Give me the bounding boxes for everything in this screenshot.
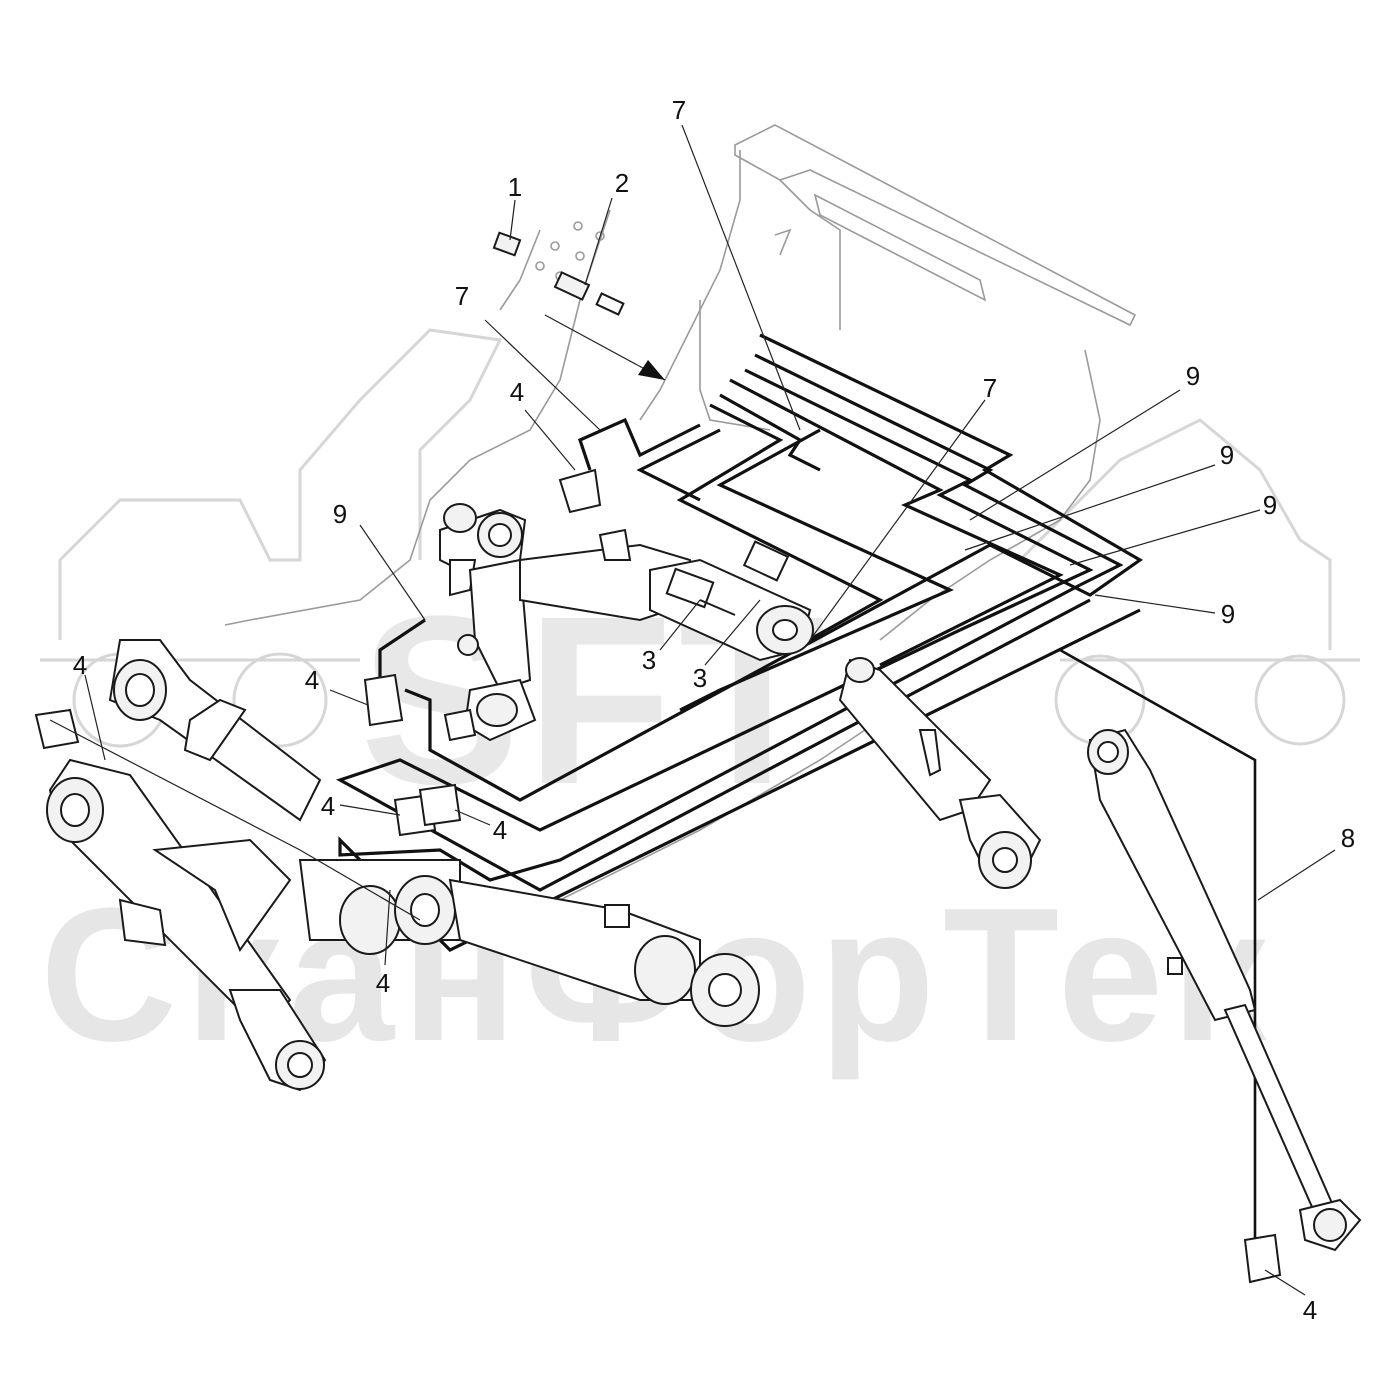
- callout-leaders: [84, 124, 1336, 1296]
- pipe-loops: [336, 543, 1257, 1240]
- callout-9-c: 9: [1262, 490, 1278, 520]
- callout-9-b: 9: [1219, 440, 1235, 470]
- callout-4-far-left: 4: [72, 650, 88, 680]
- right-middle-cylinder: [838, 657, 1042, 889]
- callout-7-right: 7: [982, 373, 998, 403]
- callout-9-a: 9: [1185, 361, 1201, 391]
- callout-4-upper: 4: [509, 377, 525, 407]
- callout-4-bottom: 4: [375, 968, 391, 998]
- callout-7-left: 7: [454, 281, 470, 311]
- callout-4-low-right: 4: [492, 815, 508, 845]
- callout-9-left: 9: [332, 499, 348, 529]
- center-pivot-assembly: [439, 503, 702, 742]
- callout-4-mid: 4: [304, 665, 320, 695]
- callout-3-a: 3: [641, 645, 657, 675]
- callout-2: 2: [614, 168, 630, 198]
- callout-3-b: 3: [692, 663, 708, 693]
- upper-cylinders: [649, 540, 814, 662]
- hydraulic-pipe-bundle: [578, 333, 1143, 712]
- platform-frame: [224, 124, 1137, 901]
- callout-9-d: 9: [1220, 599, 1236, 629]
- callout-4-bottom-right: 4: [1302, 1295, 1318, 1325]
- left-lift-assembly: [46, 639, 760, 1092]
- top-fittings: [492, 231, 666, 381]
- right-tall-cylinder: [1087, 728, 1362, 1252]
- callout-1: 1: [507, 172, 523, 202]
- callout-8: 8: [1340, 823, 1356, 853]
- callout-7-top: 7: [671, 95, 687, 125]
- callout-4-low-left: 4: [320, 791, 336, 821]
